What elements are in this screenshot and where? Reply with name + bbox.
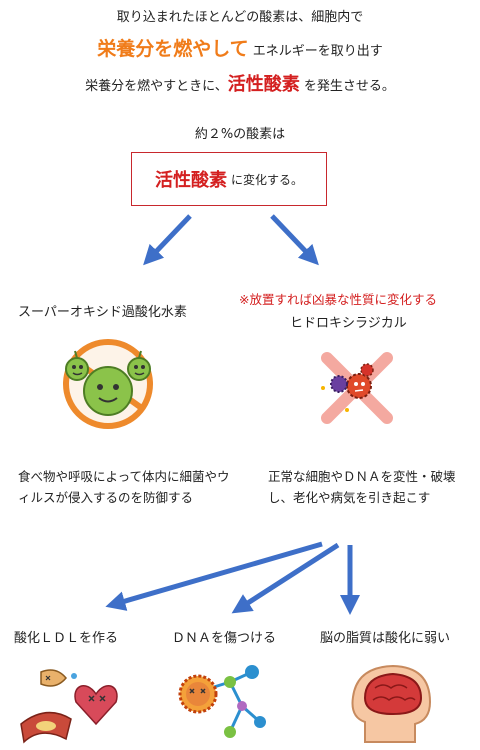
warning-note: ※放置すれば凶暴な性質に変化する [239, 292, 437, 307]
damaged-dna-icon [178, 665, 266, 738]
superoxide-label: スーパーオキシド過酸化水素 [18, 305, 187, 320]
effect-ldl-label: 酸化ＬＤＬを作る [14, 631, 119, 646]
nutrient-burn-highlight: 栄養分を燃やして [97, 38, 249, 60]
energy-text: エネルギーを取り出す [252, 44, 383, 59]
effect-dna-label: ＤＮＡを傷つける [172, 631, 277, 646]
radical-attack-icon [321, 352, 393, 424]
intro-line-2: 栄養分を燃やして エネルギーを取り出す [0, 34, 480, 61]
clogged-artery-heart-icon [20, 669, 118, 744]
intro-line-3: 栄養分を燃やすときに、活性酸素 を発生させる。 [0, 70, 480, 96]
right-description: 正常な細胞やＤＮＡを変性・破壊し、老化や病気を引き起こす [268, 469, 456, 505]
burning-text: 栄養分を燃やすときに、 [85, 79, 228, 94]
left-description: 食べ物や呼吸によって体内に細菌やウィルスが侵入するのを防御する [18, 469, 230, 505]
arrow-to-dna [231, 542, 340, 614]
two-percent-text: 約２%の酸素は [194, 127, 286, 142]
effect-brain-label: 脳の脂質は酸化に弱い [320, 631, 451, 646]
box-text: に変化する。 [230, 172, 303, 187]
active-oxygen-highlight: 活性酸素 [227, 74, 300, 95]
box-highlight: 活性酸素 [154, 170, 227, 191]
generate-text: を発生させる。 [303, 79, 395, 94]
germ-shield-icon [63, 339, 153, 429]
active-oxygen-box: 活性酸素 に変化する。 [131, 152, 327, 206]
brain-head-icon [351, 664, 432, 743]
arrow-right-down [270, 214, 319, 266]
hydroxyl-radical-label: ヒドロキシラジカル [290, 316, 407, 331]
intro-line-1: 取り込まれたほとんどの酸素は、細胞内で [116, 10, 364, 25]
arrow-left-down [143, 214, 192, 266]
arrow-to-ldl [105, 541, 323, 611]
